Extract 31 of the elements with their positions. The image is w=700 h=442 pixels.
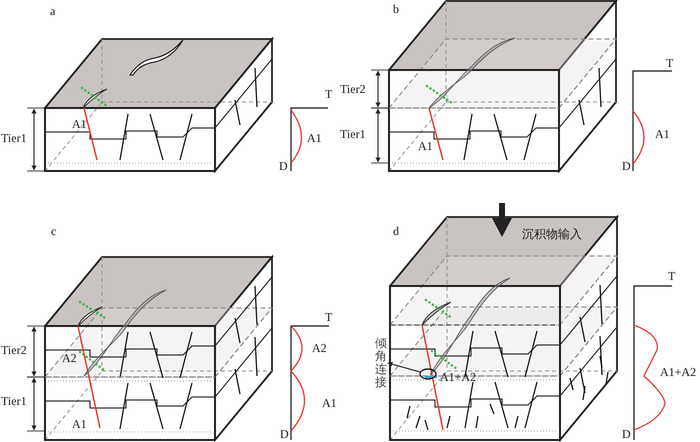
panel-letter: a — [50, 5, 56, 18]
axis-label: T — [666, 57, 674, 70]
fault-label: A2 — [62, 352, 77, 365]
panel-letter: d — [393, 225, 399, 238]
curve-label: A1 — [322, 397, 337, 410]
axis-label: T — [325, 311, 332, 324]
tier-label: Tier1 — [1, 132, 27, 145]
axis-label: T — [668, 270, 676, 283]
tier-label: Tier2 — [1, 344, 27, 357]
axis-label: D — [280, 428, 289, 441]
curve-label: A1+A2 — [660, 366, 696, 379]
axis-label: T — [325, 88, 332, 101]
fault-label: A1 — [72, 418, 87, 431]
annotation-text: 倾角连接 — [375, 337, 388, 389]
tier-label: Tier2 — [340, 83, 366, 96]
axis-label: D — [622, 428, 631, 441]
fault-label: A1 — [418, 140, 433, 153]
curve-label: A1 — [307, 132, 322, 145]
fault-label: A1+A2 — [440, 371, 476, 384]
leader-line — [388, 362, 420, 372]
axis-label: D — [279, 160, 288, 173]
panel-letter: c — [51, 225, 56, 238]
fault-label: A1 — [72, 118, 87, 131]
panel-letter: b — [393, 3, 399, 16]
tier-label: Tier1 — [340, 128, 366, 141]
curve-label: A2 — [312, 342, 327, 355]
ellipse-marker — [419, 368, 437, 380]
curve-label: A1 — [655, 128, 670, 141]
tier-label: Tier1 — [1, 395, 27, 408]
annotation-text: 沉积物输入 — [522, 228, 582, 241]
axis-label: D — [622, 160, 631, 173]
